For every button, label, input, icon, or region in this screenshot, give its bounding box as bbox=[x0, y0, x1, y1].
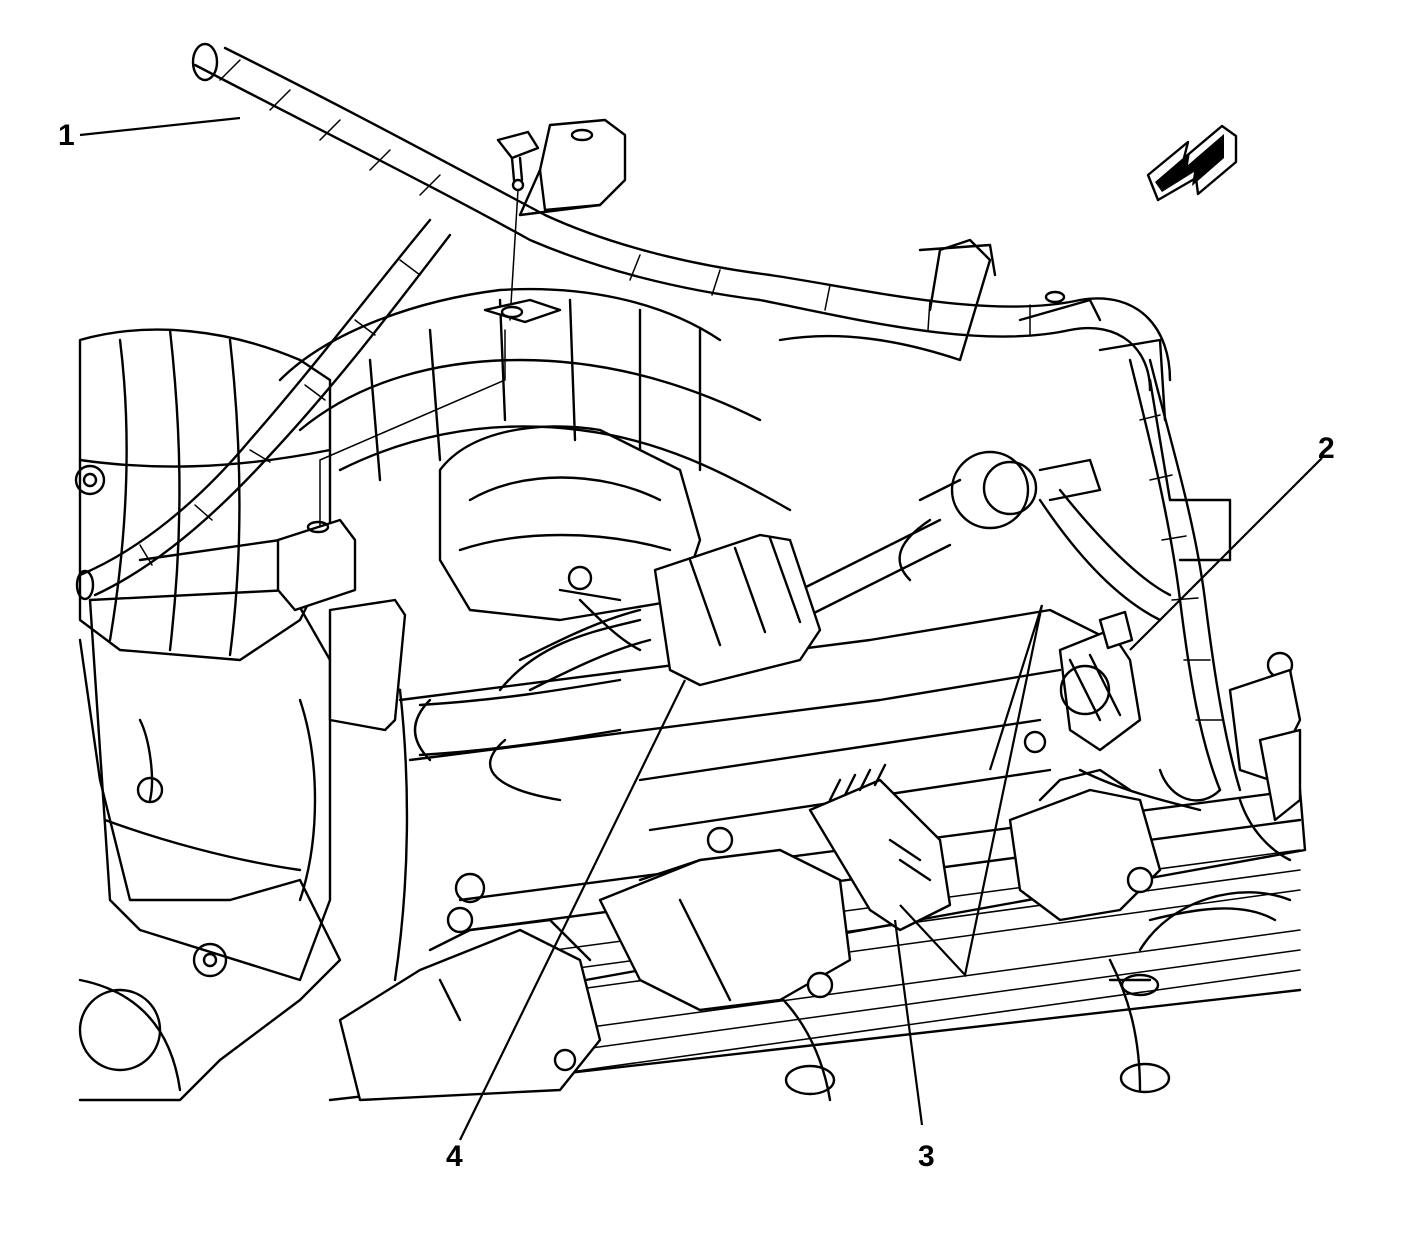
callout-1: 1 bbox=[58, 119, 75, 152]
callout-3: 3 bbox=[918, 1140, 935, 1173]
leader-3a bbox=[893, 919, 924, 1126]
fuel-rail-assembly bbox=[328, 608, 1307, 1102]
sensor-connector bbox=[518, 533, 822, 692]
callout-labels: 1 2 3 4 bbox=[58, 119, 1335, 1173]
callout-leaders bbox=[79, 116, 1323, 1141]
leader-4 bbox=[459, 679, 686, 1141]
leader-2 bbox=[1129, 457, 1323, 651]
mounting-bolt bbox=[319, 130, 562, 526]
leader-1 bbox=[79, 116, 241, 137]
direction-arrow-icon bbox=[1146, 124, 1238, 202]
leader-3b bbox=[899, 604, 1044, 978]
harness-connector-3 bbox=[808, 763, 952, 932]
harness-connector-2 bbox=[1023, 610, 1142, 754]
callout-2: 2 bbox=[1318, 432, 1335, 465]
callout-4: 4 bbox=[446, 1140, 463, 1173]
engine-block bbox=[74, 118, 1232, 1102]
